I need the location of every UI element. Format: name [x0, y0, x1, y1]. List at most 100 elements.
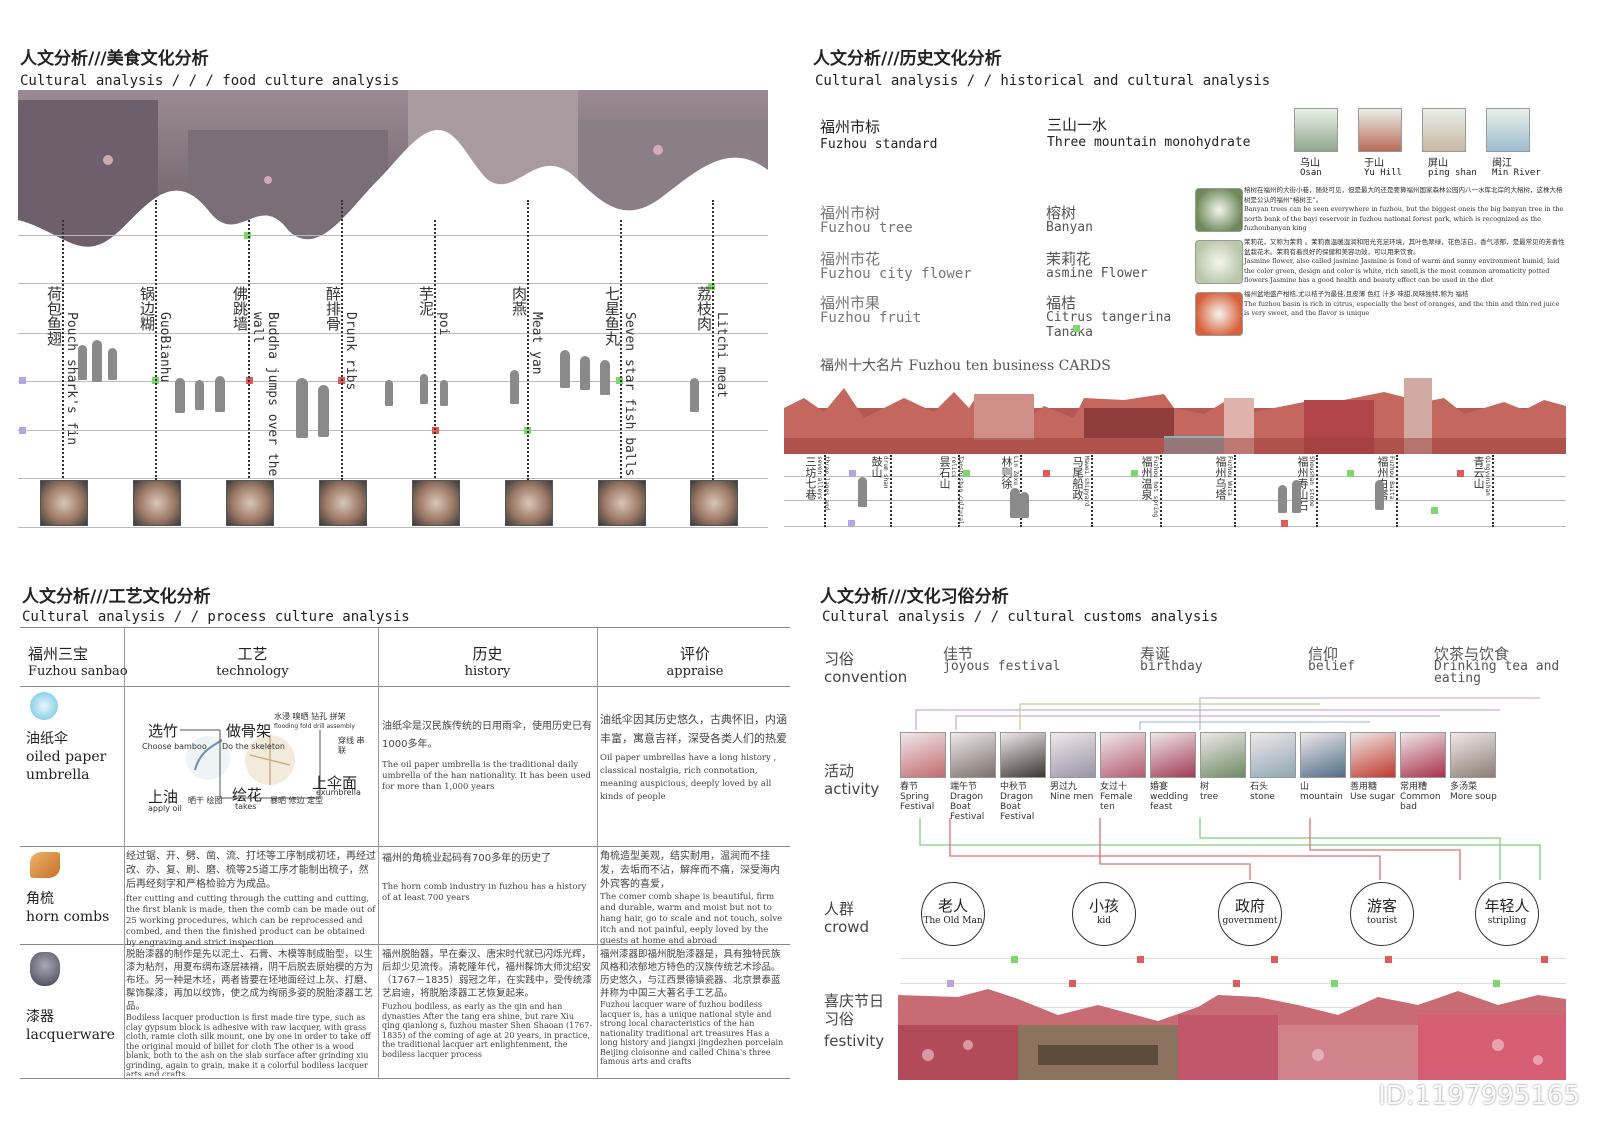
card-dotted-line	[1091, 455, 1093, 527]
card-name-en: Fuzhou Wuta	[1226, 456, 1233, 496]
place-name-en: Osan	[1300, 168, 1322, 178]
section-title-cn: 人文分析///工艺文化分析	[22, 587, 211, 607]
activity-name-cn: 常用糟	[1400, 782, 1428, 792]
activity-photo	[1000, 732, 1046, 778]
dish-photo	[133, 480, 181, 526]
umbrella-history: 油纸伞是汉民族传统的日用雨伞，使用历史已有1000多年。 The oil pap…	[382, 721, 592, 792]
symbol-value-cn: 茉莉花	[1046, 250, 1092, 268]
dish-name-cn: 锅边糊	[138, 286, 156, 331]
umbrella-icon	[24, 686, 64, 726]
convention-name-cn: 信仰	[1308, 645, 1339, 663]
dish-dotted-line	[341, 200, 343, 480]
card-name-en: Lin Zexu	[1012, 456, 1019, 485]
activity-name-cn: 中秋节	[1000, 782, 1028, 792]
city-standard: 福州市标 Fuzhou standard	[820, 118, 938, 152]
activity-photo	[1100, 732, 1146, 778]
symbol-description-cn: 茉莉花，又称为茉莉 。茉莉喜温暖湿润和阳光充足环境，其叶色翠绿，花色洁白，香气浓…	[1244, 238, 1565, 256]
dish-photo	[40, 480, 88, 526]
lacquer-icon	[30, 952, 60, 986]
card-name-en: Qingyunshan	[1484, 456, 1491, 496]
section-title-cn: 人文分析///美食文化分析	[20, 49, 209, 69]
comb-icon	[30, 852, 60, 878]
activity-name-en: wedding feast	[1150, 792, 1189, 812]
umbrella-label: 油纸伞 oiled paper umbrella	[26, 731, 107, 783]
symbol-description-cn: 福州盆地盛产柑桔,尤以桔子为最佳,且皮薄 色红 汁多 味甜,风味独特,称为 福桔	[1244, 290, 1469, 298]
activity-name-en: stone	[1250, 792, 1275, 802]
crowd-name-en: kid	[1096, 916, 1112, 926]
dish-name-en: poi	[436, 312, 451, 336]
crowd-name-en: tourist	[1366, 916, 1398, 926]
symbol-photo	[1195, 188, 1243, 232]
card-name-en: three lanes and seven alleys	[816, 456, 830, 511]
symbol-value-cn: 福桔	[1046, 294, 1077, 312]
symbol-description: 茉莉花，又称为茉莉 。茉莉喜温暖湿润和阳光充足环境，其叶色翠绿，花色洁白，香气浓…	[1244, 238, 1566, 286]
crowd-name-cn: 小孩	[1088, 897, 1119, 915]
activity-name-cn: 婚宴	[1150, 782, 1169, 792]
card-name-en: Shoushan stone	[1308, 456, 1315, 507]
dish-photo	[319, 480, 367, 526]
street-photo	[18, 90, 768, 290]
crowd-name-cn: 游客	[1366, 897, 1397, 915]
activity-photo	[1050, 732, 1096, 778]
crowd-name-en: The Old Man	[923, 916, 983, 926]
activity-name-cn: 树	[1200, 782, 1210, 792]
symbol-description-en: Banyan trees can be seen everywhere in f…	[1244, 205, 1564, 232]
place-photo	[1422, 108, 1466, 152]
convention-name-cn: 饮茶与饮食	[1434, 645, 1510, 663]
activity-name-cn: 石头	[1250, 782, 1269, 792]
header-sanbao: 福州三宝 Fuzhou sanbao	[28, 645, 128, 679]
symbol-value-en: Banyan	[1046, 220, 1093, 235]
dish-name-cn: 七星鱼丸	[603, 286, 621, 346]
card-name-en: Tanshishan cultural relics	[950, 456, 964, 525]
activity-name-en: Use sugar	[1350, 792, 1395, 802]
activity-photo	[1400, 732, 1446, 778]
dish-photo	[226, 480, 274, 526]
activity-name-en: Dragon Boat Festival	[950, 792, 985, 822]
place-name-en: Yu Hill	[1364, 168, 1402, 178]
crowd-name-cn: 政府	[1234, 897, 1265, 915]
card-name-cn: 三坊七巷	[804, 456, 817, 500]
section-title-en: Cultural analysis / / / food culture ana…	[20, 73, 400, 89]
convention-name-en: birthday	[1140, 659, 1203, 674]
dish-photo	[690, 480, 738, 526]
card-dotted-line	[1492, 455, 1494, 527]
dish-name-en: Buddha jumps over the wall	[250, 312, 280, 477]
dish-dotted-line	[620, 220, 622, 478]
section-title-en: Cultural analysis / / historical and cul…	[815, 73, 1271, 89]
section-title-cn: 人文分析///历史文化分析	[813, 49, 1002, 69]
card-name-en: drum shan	[882, 456, 889, 489]
activity-name-cn: 女过十	[1100, 782, 1128, 792]
symbol-label-en: Fuzhou city flower	[820, 266, 972, 282]
dish-name-en: Litchi meat	[714, 312, 729, 399]
card-name-cn: 鼓山	[870, 456, 883, 478]
dish-name-cn: 醉排骨	[324, 286, 342, 331]
crowd-name-cn: 老人	[937, 897, 968, 915]
dish-dotted-line	[155, 200, 157, 480]
place-name-cn: 于山	[1364, 158, 1384, 169]
place-name-en: ping shan	[1428, 168, 1477, 178]
dish-dotted-line	[62, 220, 64, 478]
symbol-description: 福州盆地盛产柑桔,尤以桔子为最佳,且皮薄 色红 汁多 味甜,风味独特,称为 福桔…	[1244, 290, 1566, 319]
crowd-name-en: stripling	[1487, 916, 1527, 926]
symbol-label-cn: 福州市树	[820, 204, 881, 222]
dish-name-cn: 肉燕	[510, 286, 528, 316]
symbol-label-en: Fuzhou fruit	[820, 310, 922, 326]
comb-technology: 经过锯、开、劈、凿、流、打坯等工序制成初坯，再经过改、办、复、刷、磨、梳等25道…	[126, 851, 376, 948]
card-name-cn: 青云山	[1472, 456, 1485, 489]
symbol-label-en: Fuzhou tree	[820, 220, 913, 236]
comb-history: 福州的角梳业起码有700多年的历史了 The horn comb industr…	[382, 853, 587, 903]
activity-name-cn: 男过九	[1050, 782, 1078, 792]
crowd-name-cn: 年轻人	[1484, 897, 1530, 915]
